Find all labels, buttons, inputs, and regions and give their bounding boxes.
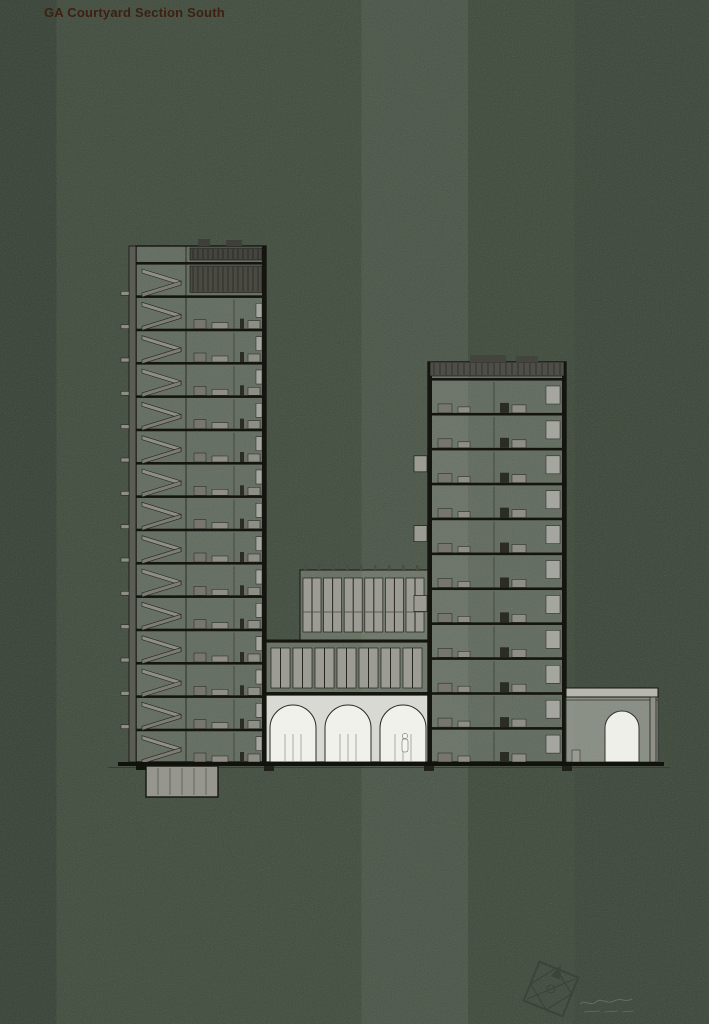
mid-block-group [265,565,429,763]
compass-icon [522,960,580,1018]
person-figure [402,733,408,739]
ground-group [108,762,670,798]
left-tower-group [120,239,267,765]
right-tower-group [413,355,567,765]
page-title: GA Courtyard Section South [44,5,225,20]
signature-mark [579,998,635,1013]
annex-group [565,687,659,763]
